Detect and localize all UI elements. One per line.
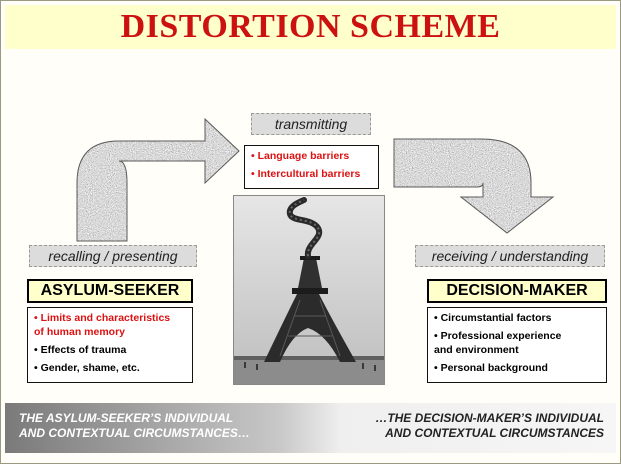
actor-asylum-seeker: ASYLUM-SEEKER <box>27 279 193 303</box>
circumstantial-factor: • Circumstantial factors <box>434 312 552 324</box>
bottom-banner: THE ASYLUM-SEEKER’S INDIVIDUAL AND CONTE… <box>5 403 616 453</box>
gender-factor: • Gender, shame, etc. <box>34 362 140 374</box>
personal-background-factor: • Personal background <box>434 362 548 374</box>
actor-asylum-seeker-label: ASYLUM-SEEKER <box>40 282 180 299</box>
decision-maker-factors-box: • Circumstantial factors • Professional … <box>427 307 607 383</box>
asylum-seeker-circumstances: THE ASYLUM-SEEKER’S INDIVIDUAL AND CONTE… <box>19 411 319 441</box>
stage-label-transmitting: transmitting <box>251 113 371 135</box>
bottom-right-line-1: …THE DECISION-MAKER’S INDIVIDUAL <box>375 411 604 425</box>
memory-factor-line-1: • Limits and characteristics <box>34 312 171 324</box>
stage-label-receiving: receiving / understanding <box>415 245 605 267</box>
actor-decision-maker-label: DECISION-MAKER <box>446 282 588 299</box>
transmitting-factor: • Intercultural barriers <box>251 168 361 180</box>
title-bar: DISTORTION SCHEME <box>5 5 616 49</box>
actor-decision-maker: DECISION-MAKER <box>427 279 607 303</box>
stage-label-receiving-text: receiving / understanding <box>431 248 589 264</box>
bottom-left-line-1: THE ASYLUM-SEEKER’S INDIVIDUAL <box>19 411 234 425</box>
professional-factor-line-2: and environment <box>434 344 519 356</box>
stage-label-recalling: recalling / presenting <box>29 245 197 267</box>
slide-title: DISTORTION SCHEME <box>120 8 501 45</box>
twisted-tower-photo <box>233 195 385 385</box>
asylum-seeker-factors-box: • Limits and characteristics of human me… <box>27 307 193 383</box>
transmitting-factors-box: • Language barriers • Intercultural barr… <box>244 145 379 189</box>
stage-label-transmitting-text: transmitting <box>274 116 348 132</box>
bottom-left-line-2: AND CONTEXTUAL CIRCUMSTANCES… <box>19 426 250 440</box>
transmitting-factor: • Language barriers <box>251 150 350 162</box>
memory-factor-line-2: of human memory <box>34 326 126 338</box>
trauma-factor: • Effects of trauma <box>34 344 127 356</box>
curved-up-right-arrow-icon <box>76 117 240 242</box>
stage-label-recalling-text: recalling / presenting <box>48 248 178 264</box>
bottom-right-line-2: AND CONTEXTUAL CIRCUMSTANCES <box>385 426 604 440</box>
decision-maker-circumstances: …THE DECISION-MAKER’S INDIVIDUAL AND CON… <box>304 411 604 441</box>
professional-factor-line-1: • Professional experience <box>434 330 562 342</box>
curved-down-right-arrow-icon <box>393 138 555 234</box>
tower-illustration <box>234 196 384 384</box>
